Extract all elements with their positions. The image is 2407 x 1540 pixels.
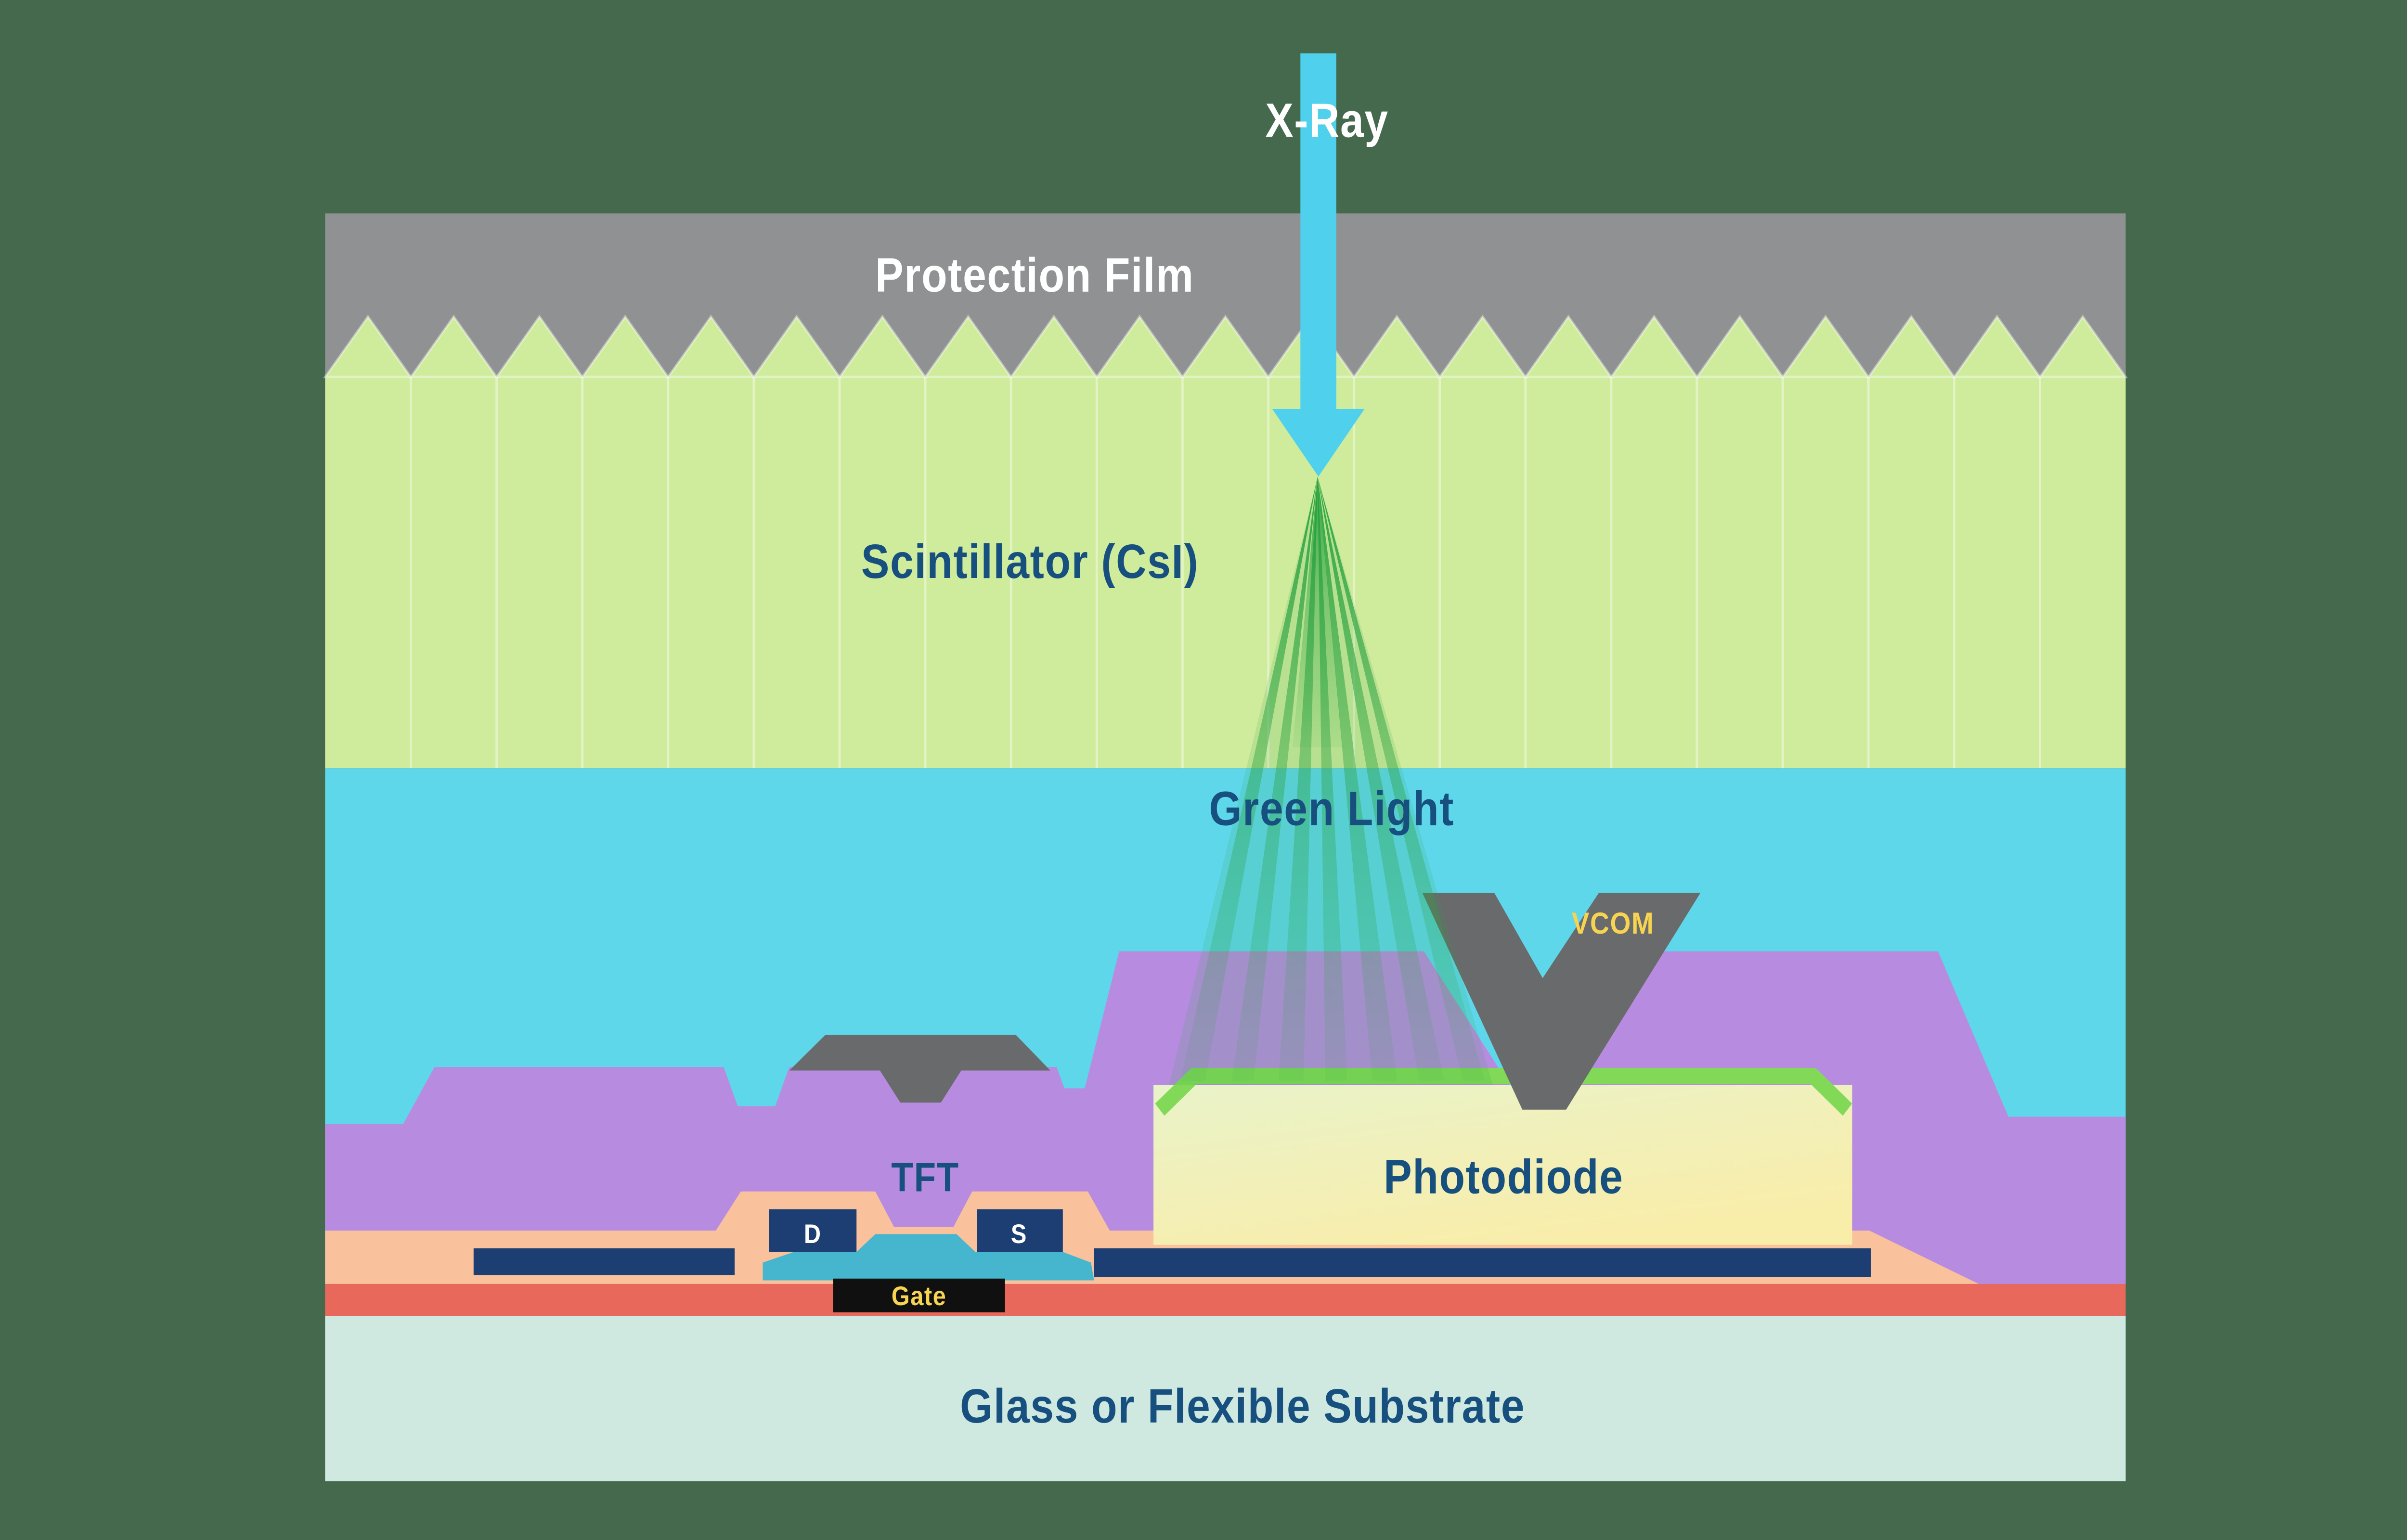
scintillator-crystal bbox=[494, 314, 585, 379]
ray bbox=[1318, 476, 1444, 1081]
scintillator-crystal bbox=[922, 314, 1014, 379]
ray-core bbox=[1293, 476, 1343, 747]
xray-arrow bbox=[1272, 53, 1365, 477]
drain-contact bbox=[769, 1209, 857, 1252]
xray-arrow-shaft bbox=[1300, 53, 1336, 413]
scintillator-crystal bbox=[1952, 314, 2043, 379]
scintillator-crystal bbox=[1180, 314, 1271, 379]
scintillator-crystal bbox=[2037, 314, 2128, 379]
metal-line-right bbox=[1094, 1248, 1871, 1277]
photodiode-contact-strip bbox=[1155, 1067, 1852, 1116]
metal-line-left bbox=[473, 1248, 735, 1275]
source-label: S bbox=[1011, 1219, 1027, 1249]
green-light-rays bbox=[1169, 476, 1493, 1085]
ray bbox=[1318, 476, 1485, 1081]
scintillator-crystal bbox=[580, 314, 671, 379]
scintillator-crystal bbox=[1351, 314, 1442, 379]
scintillator-crystal bbox=[1009, 314, 1100, 379]
ray bbox=[1180, 476, 1318, 1081]
protection-film-label: Protection Film bbox=[875, 248, 1194, 302]
scintillator-crystal bbox=[323, 314, 414, 379]
metal-contact-left bbox=[789, 1035, 1050, 1103]
scintillator-crystal bbox=[1694, 314, 1786, 379]
scintillator-crystal bbox=[1437, 314, 1528, 379]
scintillator-crystal bbox=[1523, 314, 1614, 379]
green-light-label: Green Light bbox=[1209, 782, 1454, 835]
substrate-label: Glass or Flexible Substrate bbox=[960, 1379, 1525, 1433]
scintillator-crystal bbox=[1866, 314, 1957, 379]
scintillator-crystal bbox=[1780, 314, 1871, 379]
scintillator-crystal bbox=[408, 314, 499, 379]
tft-label: TFT bbox=[891, 1155, 959, 1200]
vcom-electrode bbox=[1422, 892, 1701, 1110]
scintillator-crystal bbox=[837, 314, 928, 379]
source-contact bbox=[977, 1209, 1063, 1252]
vcom-label: VCOM bbox=[1572, 906, 1655, 940]
gate-insulator-layer bbox=[325, 1283, 2126, 1316]
ray bbox=[1318, 476, 1398, 1081]
scintillator-crystal bbox=[751, 314, 842, 379]
photodiode-label: Photodiode bbox=[1384, 1150, 1623, 1204]
gate-electrode bbox=[833, 1278, 1005, 1313]
scintillator-crystal bbox=[1094, 314, 1185, 379]
tft-channel bbox=[763, 1234, 1094, 1281]
xray-label: X-Ray bbox=[1265, 93, 1389, 147]
scintillator-label: Scintillator (CsI) bbox=[861, 535, 1199, 589]
photodiode-body bbox=[1153, 1085, 1852, 1245]
gate-label: Gate bbox=[892, 1282, 947, 1311]
xray-arrow-head bbox=[1272, 409, 1365, 477]
drain-label: D bbox=[804, 1219, 822, 1249]
scintillator-layer bbox=[325, 377, 2126, 769]
substrate-layer bbox=[325, 1316, 2126, 1482]
scintillator-crystal bbox=[665, 314, 756, 379]
scintillator-crystal bbox=[1608, 314, 1700, 379]
ray bbox=[1231, 476, 1318, 1081]
